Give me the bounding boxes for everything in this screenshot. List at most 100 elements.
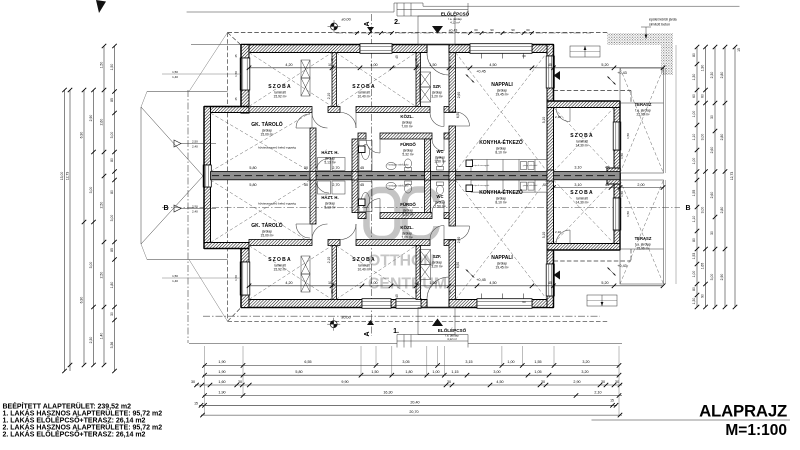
- svg-text:85: 85: [110, 98, 114, 102]
- svg-text:2,60: 2,60: [100, 119, 104, 126]
- svg-text:13,00: 13,00: [60, 172, 64, 181]
- svg-text:1,90: 1,90: [218, 370, 225, 374]
- svg-text:10,40 m²: 10,40 m²: [357, 268, 371, 272]
- svg-text:2,60: 2,60: [710, 192, 714, 199]
- svg-text:2,10: 2,10: [594, 390, 601, 394]
- svg-text:45: 45: [234, 54, 238, 58]
- svg-text:14,30 m²: 14,30 m²: [575, 201, 589, 205]
- svg-text:7,00 m²: 7,00 m²: [401, 236, 413, 240]
- svg-text:OTTHON: OTTHON: [368, 253, 435, 270]
- svg-text:4,12 m²: 4,12 m²: [447, 337, 457, 341]
- svg-text:60: 60: [701, 94, 705, 98]
- svg-text:1,60: 1,60: [218, 380, 225, 384]
- svg-text:30: 30: [238, 380, 242, 384]
- svg-text:2,50: 2,50: [100, 272, 104, 279]
- svg-text:1,80: 1,80: [405, 370, 412, 374]
- svg-text:2,10: 2,10: [327, 93, 331, 100]
- svg-text:5,10: 5,10: [542, 232, 546, 239]
- svg-text:60: 60: [526, 28, 530, 32]
- svg-text:9,90: 9,90: [341, 380, 348, 384]
- svg-text:KÖZL.: KÖZL.: [400, 114, 413, 119]
- svg-text:ALAPRAJZ: ALAPRAJZ: [699, 401, 787, 420]
- svg-text:3,00: 3,00: [89, 262, 93, 269]
- svg-text:90: 90: [701, 294, 705, 298]
- svg-text:2,80: 2,80: [720, 207, 724, 214]
- svg-text:10: 10: [328, 281, 332, 285]
- svg-text:hővisszanyerő belső egység: hővisszanyerő belső egység: [258, 202, 296, 206]
- svg-text:KONYHA-ÉTKEZŐ: KONYHA-ÉTKEZŐ: [479, 188, 523, 196]
- svg-text:30: 30: [541, 380, 545, 384]
- svg-text:±0,00: ±0,00: [341, 316, 350, 320]
- svg-text:HÁZT. H.: HÁZT. H.: [321, 150, 338, 155]
- svg-text:10: 10: [414, 58, 418, 62]
- svg-text:4,50: 4,50: [489, 63, 496, 67]
- svg-text:2,30: 2,30: [89, 337, 93, 344]
- svg-text:1,90: 1,90: [218, 360, 225, 364]
- svg-text:NAPPALI: NAPPALI: [491, 82, 513, 88]
- svg-text:22,96 m²: 22,96 m²: [636, 113, 650, 117]
- svg-text:járólap: járólap: [431, 90, 442, 94]
- svg-text:2,50: 2,50: [192, 139, 198, 143]
- svg-text:60: 60: [692, 94, 696, 98]
- svg-text:1,50: 1,50: [234, 71, 238, 77]
- svg-text:+0,45: +0,45: [476, 70, 486, 74]
- svg-text:járólap: járólap: [434, 200, 445, 204]
- svg-text:20,40: 20,40: [410, 400, 419, 404]
- svg-text:+0,43: +0,43: [617, 71, 627, 75]
- svg-text:TERASZ: TERASZ: [635, 102, 652, 107]
- svg-text:3,00: 3,00: [110, 215, 114, 222]
- svg-text:45: 45: [360, 166, 364, 170]
- svg-text:1,00: 1,00: [432, 370, 439, 374]
- svg-text:6,55: 6,55: [304, 360, 311, 364]
- svg-text:1,90: 1,90: [218, 390, 225, 394]
- svg-text:járólap: járólap: [261, 128, 272, 132]
- svg-text:3,00: 3,00: [701, 134, 705, 141]
- svg-text:45: 45: [605, 166, 609, 170]
- svg-text:45: 45: [234, 97, 238, 101]
- svg-text:2,10: 2,10: [555, 115, 561, 119]
- svg-text:50: 50: [304, 183, 308, 187]
- svg-text:10: 10: [328, 63, 332, 67]
- svg-text:1,50: 1,50: [172, 70, 178, 74]
- svg-text:5,80: 5,80: [295, 370, 302, 374]
- svg-text:1.: 1.: [393, 328, 399, 335]
- svg-text:járólap: járólap: [324, 201, 335, 205]
- svg-text:1,80: 1,80: [110, 282, 114, 289]
- svg-text:2,90: 2,90: [720, 274, 724, 281]
- svg-text:2,40: 2,40: [192, 210, 198, 214]
- svg-text:WC: WC: [437, 149, 444, 154]
- svg-text:1,30: 1,30: [692, 74, 696, 81]
- svg-text:6,50: 6,50: [456, 262, 460, 268]
- svg-text:8,10 m²: 8,10 m²: [495, 201, 507, 205]
- svg-text:2,00: 2,00: [637, 183, 644, 187]
- svg-text:2,40: 2,40: [192, 145, 198, 149]
- svg-text:járólap: járólap: [496, 261, 507, 265]
- svg-text:1,50: 1,50: [110, 64, 114, 71]
- svg-text:B: B: [163, 205, 168, 212]
- svg-text:2,80: 2,80: [720, 72, 724, 79]
- svg-text:3,15: 3,15: [465, 360, 472, 364]
- svg-text:1. LAKÁS HASZNOS ALAPTERÜLETE:: 1. LAKÁS HASZNOS ALAPTERÜLETE: 95,72 m2: [3, 409, 163, 418]
- svg-text:+0,45: +0,45: [476, 278, 486, 282]
- svg-text:1,30: 1,30: [692, 298, 696, 305]
- svg-text:3,00: 3,00: [493, 370, 500, 374]
- svg-text:15: 15: [610, 399, 614, 403]
- svg-text:f.a. járólap: f.a. járólap: [445, 333, 459, 337]
- svg-text:30: 30: [710, 115, 714, 119]
- svg-text:5,80: 5,80: [249, 166, 256, 170]
- svg-text:+0,43: +0,43: [617, 264, 627, 268]
- svg-text:30: 30: [601, 380, 605, 384]
- svg-text:ELŐLÉPCSŐ: ELŐLÉPCSŐ: [441, 10, 470, 17]
- svg-text:80: 80: [110, 158, 114, 162]
- svg-text:járólap: járólap: [431, 260, 442, 264]
- svg-text:2.: 2.: [394, 19, 400, 26]
- svg-text:laminált: laminált: [274, 263, 285, 267]
- svg-text:5,13 m²: 5,13 m²: [324, 206, 336, 210]
- svg-text:3,20: 3,20: [582, 360, 589, 364]
- svg-text:1,05: 1,05: [534, 370, 541, 374]
- svg-text:SZF.: SZF.: [433, 84, 442, 89]
- svg-text:15: 15: [194, 402, 198, 406]
- svg-text:2,90: 2,90: [573, 380, 580, 384]
- svg-text:2,60: 2,60: [710, 147, 714, 154]
- svg-text:45: 45: [605, 183, 609, 187]
